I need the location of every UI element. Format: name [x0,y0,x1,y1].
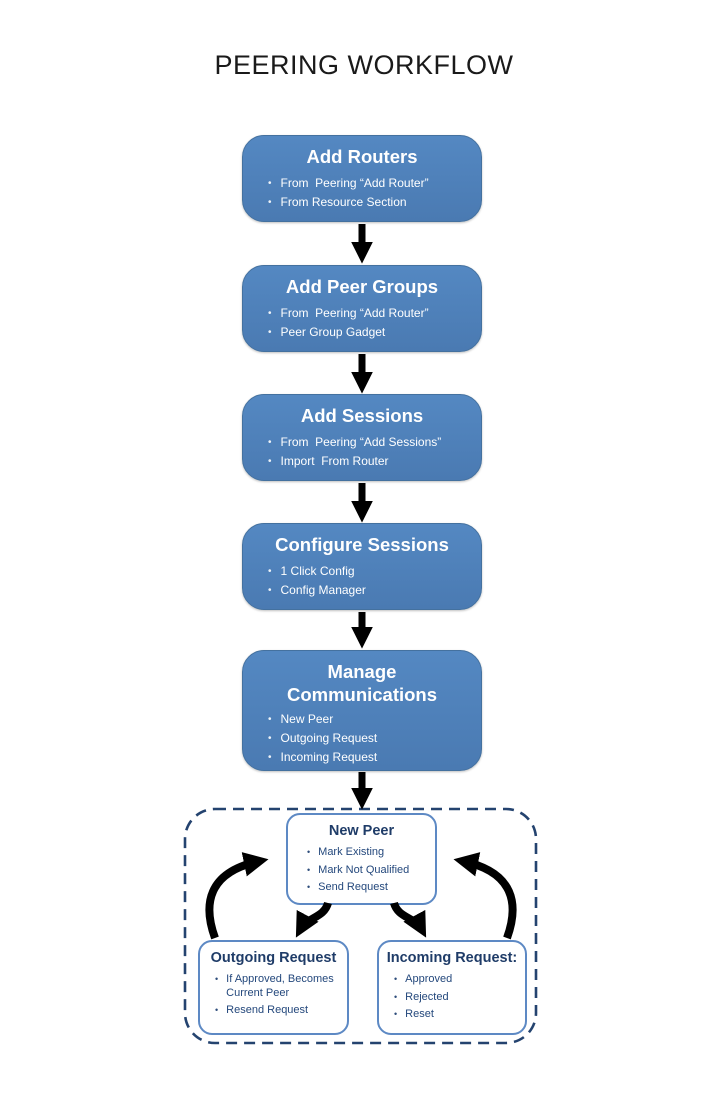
bullet-icon: • [268,437,272,448]
bullet-icon: • [394,974,398,984]
flow-box-heading: Manage Communications [286,661,438,705]
bullet-item: • Peer Group Gadget [268,325,481,340]
arrow-outgoing-to-new-peer [205,852,269,940]
bullet-icon: • [268,752,272,763]
flow-box-heading: Configure Sessions [275,534,449,555]
bullet-item: • Config Manager [268,583,481,598]
bullet-icon: • [268,178,272,189]
bullet-label: Config Manager [280,583,366,597]
bullet-icon: • [394,1009,398,1019]
bullet-label: From Peering “Add Router” [280,176,429,190]
cycle-box-incoming-request[interactable]: Incoming Request: • Approved • Rejected • R… [377,940,527,1035]
flow-box-add-peer-groups[interactable]: Add Peer Groups • From Peering “Add Route… [242,265,482,352]
bullet-icon: • [268,585,272,596]
flow-box-add-routers[interactable]: Add Routers • From Peering “Add Router” •… [242,135,482,222]
bullet-icon: • [268,308,272,319]
cycle-box-heading: Outgoing Request [210,950,337,966]
flow-box-configure-sessions[interactable]: Configure Sessions • 1 Click Config • Conf… [242,523,482,610]
bullet-item: • 1 Click Config [268,564,481,579]
bullet-item: • Rejected [394,991,525,1005]
flow-box-heading: Add Sessions [300,405,424,426]
bullet-icon: • [215,974,219,984]
cycle-box-outgoing-request[interactable]: Outgoing Request • If Approved, Becomes C… [198,940,349,1035]
bullet-icon: • [268,566,272,577]
bullet-label: Send Request [318,881,388,893]
bullet-item: • New Peer [268,712,481,727]
bullet-label: Mark Not Qualified [318,863,410,876]
flow-box-manage-communications[interactable]: Manage Communications • New Peer • Outgoin… [242,650,482,771]
bullet-item: • Outgoing Request [268,731,481,746]
flow-box-heading: Add Peer Groups [285,276,439,297]
bullet-item: • From Peering “Add Router” [268,176,481,191]
bullet-icon: • [307,864,311,875]
bullet-label: Approved [405,973,453,985]
bullet-icon: • [307,882,311,892]
bullet-item: • Import From Router [268,454,481,469]
bullet-icon: • [268,197,272,208]
bullet-label: New Peer [280,712,334,726]
cycle-box-new-peer[interactable]: New Peer • Mark Existing • Mark Not Qualif… [286,813,437,905]
bullet-label: Incoming Request [280,750,378,764]
bullet-icon: • [394,991,398,1002]
bullet-label: Outgoing Request [280,731,378,745]
bullet-label: Resend Request [226,1004,309,1016]
bullet-label: Import From Router [280,454,389,468]
bullet-label: From Peering “Add Sessions” [280,435,442,449]
flow-box-heading: Add Routers [306,146,418,167]
arrow-new-peer-to-outgoing [295,901,332,938]
bullet-label: Mark Existing [318,846,385,858]
bullet-item: • Resend Request [215,1004,347,1018]
bullet-label: Reset [405,1008,434,1020]
bullet-item: • If Approved, Becomes Current Peer [215,973,347,1000]
bullet-icon: • [307,847,311,857]
bullet-item: • Mark Not Qualified [307,864,435,878]
bullet-item: • From Peering “Add Router” [268,306,481,321]
bullet-icon: • [268,456,272,467]
arrow-incoming-to-new-peer [453,852,517,940]
bullet-icon: • [215,1005,219,1015]
bullet-icon: • [268,733,272,744]
cycle-box-heading: Incoming Request: [386,950,518,966]
bullet-icon: • [268,327,272,338]
bullet-icon: • [268,714,272,725]
bullet-label: Rejected [405,990,449,1003]
bullet-item: • Approved [394,973,525,987]
bullet-label: If Approved, Becomes Current Peer [226,973,337,999]
bullet-label: 1 Click Config [280,564,355,578]
flow-box-add-sessions[interactable]: Add Sessions • From Peering “Add Sessions… [242,394,482,481]
bullet-label: From Resource Section [280,195,407,209]
bullet-label: Peer Group Gadget [280,325,386,339]
bullet-item: • From Resource Section [268,195,481,210]
bullet-item: • From Peering “Add Sessions” [268,435,481,450]
bullet-item: • Mark Existing [307,846,435,860]
page-title: PEERING WORKFLOW [214,50,514,80]
arrow-new-peer-to-incoming [390,901,427,938]
bullet-label: From Peering “Add Router” [280,306,429,320]
bullet-item: • Incoming Request [268,750,481,765]
cycle-box-heading: New Peer [328,823,395,839]
bullet-item: • Send Request [307,881,435,895]
bullet-item: • Reset [394,1008,525,1022]
